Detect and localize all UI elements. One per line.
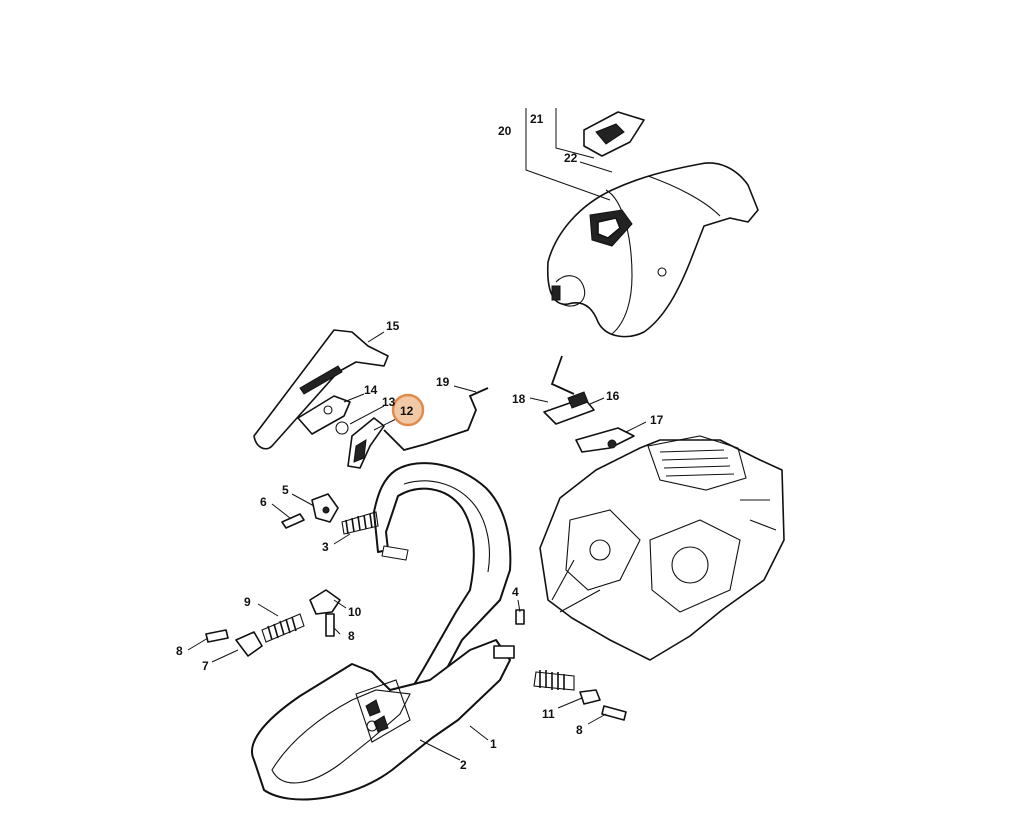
callout-19[interactable]: 19 (436, 375, 450, 389)
callout-8-middle[interactable]: 8 (348, 629, 355, 643)
lever-part (335, 417, 385, 469)
plate-part (297, 395, 351, 435)
callout-11[interactable]: 11 (542, 707, 555, 721)
spring-9 (261, 613, 305, 643)
callout-3[interactable]: 3 (322, 540, 329, 554)
screw-8c (601, 705, 627, 721)
wire-rod (383, 387, 489, 452)
shroud-cover (546, 162, 759, 338)
callout-6[interactable]: 6 (260, 495, 267, 509)
bushing-10 (309, 589, 341, 615)
callout-8-left[interactable]: 8 (176, 644, 183, 658)
callout-9[interactable]: 9 (244, 595, 251, 609)
callout-22[interactable]: 22 (564, 151, 578, 165)
spring-3 (341, 511, 379, 535)
cap-part (583, 111, 645, 157)
callout-1[interactable]: 1 (490, 737, 497, 751)
callout-17[interactable]: 17 (650, 413, 664, 427)
screw-4 (515, 609, 525, 625)
bushing-11 (579, 689, 601, 705)
spring-right (493, 645, 575, 691)
callout-2[interactable]: 2 (460, 758, 467, 772)
callout-5[interactable]: 5 (282, 483, 289, 497)
linkage-parts (543, 355, 635, 453)
callout-7[interactable]: 7 (202, 659, 209, 673)
leader-lines (187, 108, 647, 761)
engine-block (539, 435, 785, 661)
callout-16[interactable]: 16 (606, 389, 620, 403)
callout-15[interactable]: 15 (386, 319, 400, 333)
callout-12[interactable]: 12 (400, 404, 414, 418)
screw-8b (325, 613, 335, 637)
callout-13[interactable]: 13 (382, 395, 396, 409)
screw-6 (281, 513, 305, 529)
bushing-5 (311, 493, 339, 523)
callout-4[interactable]: 4 (512, 585, 519, 599)
callout-21[interactable]: 21 (530, 112, 544, 126)
handle-cover (253, 329, 389, 450)
handlebar (373, 462, 512, 757)
screw-8a (205, 629, 229, 643)
callout-14[interactable]: 14 (364, 383, 378, 397)
callout-20[interactable]: 20 (498, 124, 512, 138)
callout-10[interactable]: 10 (348, 605, 362, 619)
front-guard-base (251, 639, 511, 801)
callout-18[interactable]: 18 (512, 392, 526, 406)
callout-labels: 1 2 3 4 5 6 7 8 8 8 9 10 11 12 13 14 15 … (176, 112, 664, 772)
callout-8-right[interactable]: 8 (576, 723, 583, 737)
bushing-7 (235, 631, 263, 657)
highlight-ring[interactable] (391, 393, 425, 427)
